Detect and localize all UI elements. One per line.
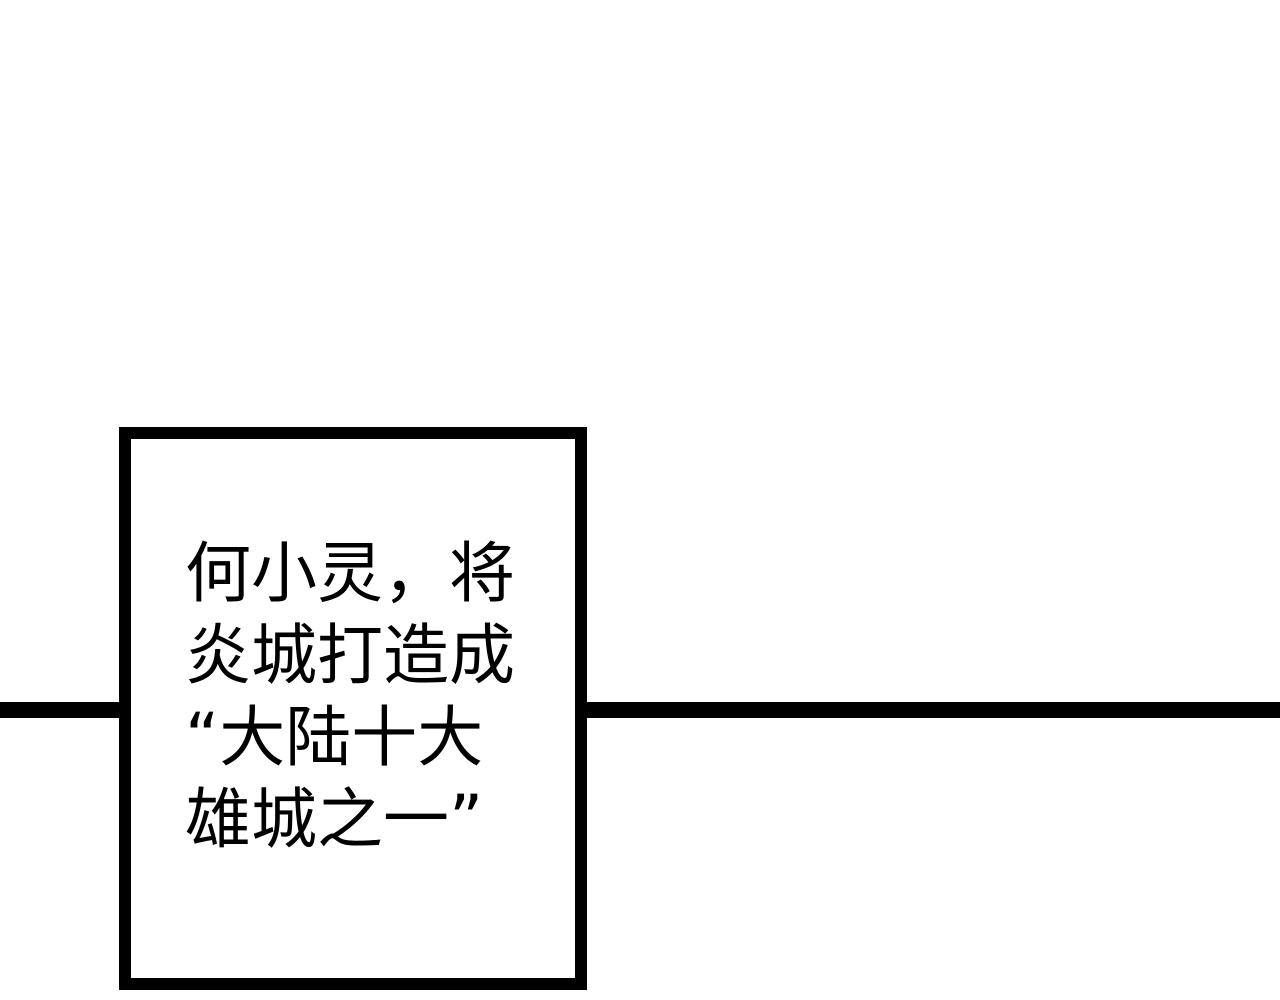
caption-line: 何小灵，将 <box>185 535 515 612</box>
caption-box: 何小灵，将 炎城打造成 “大陆十大 雄城之一” <box>119 427 587 990</box>
caption-line: 炎城打造成 <box>185 617 515 694</box>
caption-line: 雄城之一” <box>185 781 484 858</box>
caption-text: 何小灵，将 炎城打造成 “大陆十大 雄城之一” <box>185 533 525 861</box>
caption-line: “大陆十大 <box>185 699 484 776</box>
